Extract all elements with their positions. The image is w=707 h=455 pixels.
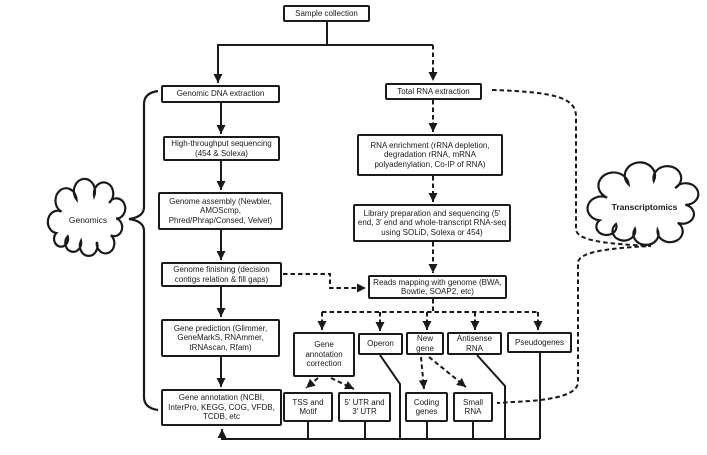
node-utr: 5′ UTR and 3′ UTR: [338, 392, 391, 422]
node-new-gene: New gene: [406, 332, 444, 355]
line-operon-down: [379, 354, 401, 439]
arrow-correction-to-utr: [330, 377, 355, 390]
clouds: [48, 162, 698, 255]
node-gene-annotation-correction: Gene annotation correction: [293, 332, 355, 377]
feedback-to-gene-annotation: [217, 429, 540, 440]
transcriptomics-cloud-label: Transcriptomics: [611, 202, 678, 212]
dashed-arrows: [283, 45, 652, 404]
node-coding-genes: Coding genes: [405, 392, 448, 422]
node-sample-collection: Sample collection: [283, 5, 370, 22]
arrow-newgene-to-coding: [418, 356, 428, 390]
node-rna-enrichment: RNA enrichment (rRNA depletion, degradat…: [357, 134, 503, 176]
node-pseudogenes: Pseudogenes: [507, 332, 572, 353]
node-high-throughput-sequencing: High-throughput sequencing (454 & Solexa…: [163, 136, 280, 161]
arrow-correction-to-tss: [305, 377, 319, 389]
arrow-finishing-to-mapping: [283, 273, 366, 293]
genomics-cloud-label: Genomics: [68, 215, 108, 225]
genomics-cloud: [48, 179, 125, 256]
transcriptomics-brace-loop: [491, 89, 652, 404]
node-library-preparation: Library preparation and sequencing (5′ e…: [353, 204, 511, 242]
node-total-rna-extraction: Total RNA extraction: [385, 83, 482, 100]
arrow-newgene-to-smallrna: [428, 356, 467, 388]
node-antisense-rna: Antisense RNA: [447, 332, 502, 355]
node-tss-and-motif: TSS and Motif: [283, 392, 333, 422]
solid-arrows: [128, 22, 541, 440]
node-genome-finishing: Genome finishing (decision contigs relat…: [161, 262, 282, 287]
node-reads-mapping: Reads mapping with genome (BWA, Bowtie, …: [368, 275, 507, 299]
node-small-rna: Small RNA: [453, 392, 493, 422]
node-gene-annotation: Gene annotation (NCBI, InterPro, KEGG, C…: [161, 389, 282, 426]
node-genome-assembly: Genome assembly (Newbler, AMOScmp, Phred…: [158, 192, 283, 230]
node-genomic-dna-extraction: Genomic DNA extraction: [161, 85, 280, 103]
genomics-brace: [128, 89, 159, 412]
transcriptomics-cloud: [588, 162, 699, 244]
node-operon: Operon: [358, 333, 403, 355]
line-antisense-down: [476, 354, 506, 439]
node-gene-prediction: Gene prediction (Glimmer, GeneMarkS, RNA…: [161, 319, 280, 357]
